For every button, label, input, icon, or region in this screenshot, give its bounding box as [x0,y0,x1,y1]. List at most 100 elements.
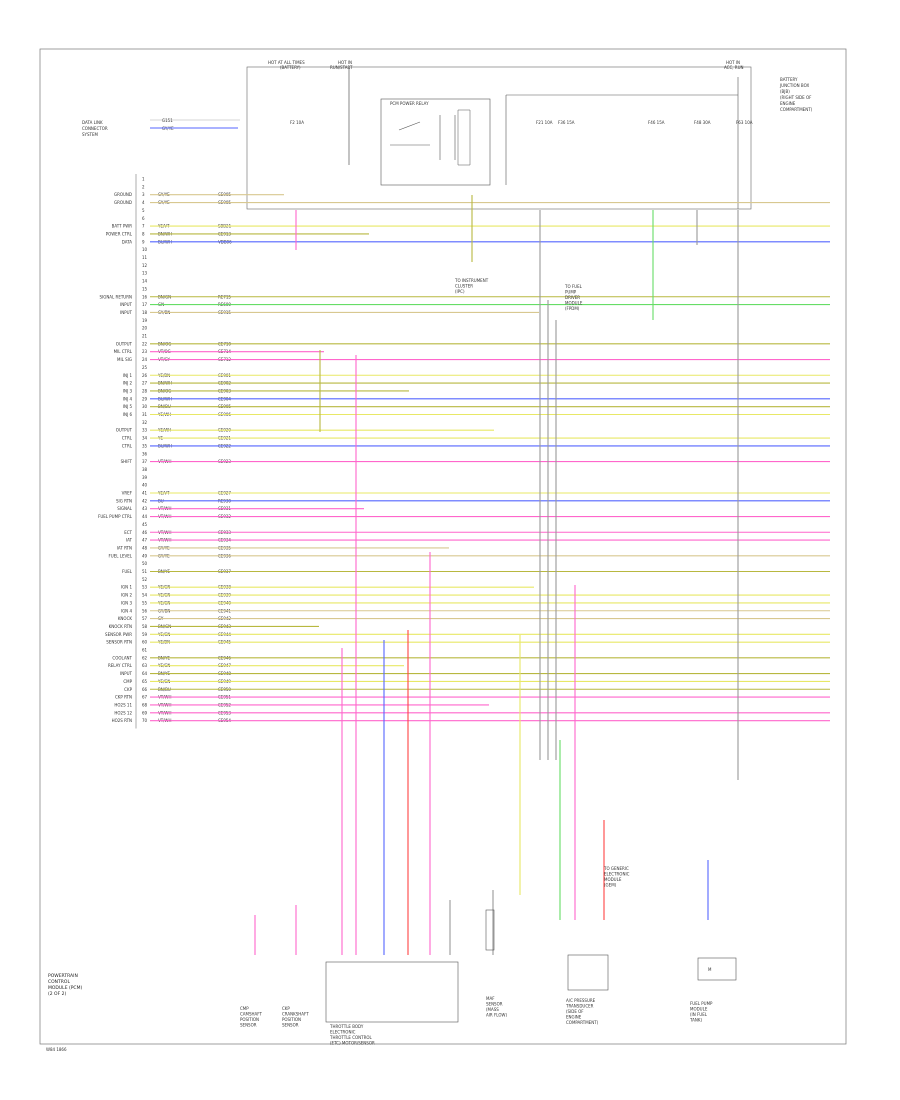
component-label: (IN FUEL [690,1012,708,1017]
pcm-pin-label: SIG RTN [116,498,132,503]
pcm-pin-number: 14 [142,279,148,284]
pcm-pin-number: 54 [142,593,148,598]
fuse-f46: F46 15A [648,120,665,125]
component-label: TANK) [689,1018,702,1023]
pcm-pin-label: KNOCK RTN [109,624,132,629]
right-ref-label: TO FUEL [564,284,583,289]
pcm-pin-label: GROUND [114,200,132,205]
pcm-pin-label: ECT [124,530,132,535]
pcm-pin-number: 18 [142,310,148,315]
pcm-pin-number: 55 [142,600,148,605]
pcm-pin-number: 44 [142,514,148,519]
component-label: (ETC) MOTOR/SENSOR [330,1041,375,1046]
data-link-ref: DATA LINK CONNECTOR SYSTEM G151 GY/YE [82,118,240,137]
pcm-pin-label: INPUT [120,671,133,676]
pcm-pin-number: 7 [142,224,145,229]
component-label: CKP [282,1006,290,1011]
pcm-pin-label: COOLANT [112,655,132,660]
bjb-note-line-6: COMPARTMENT) [780,107,813,112]
fuse-f48: F48 30A [694,120,711,125]
pcm-pin-number: 43 [142,506,148,511]
pcm-pin-number: 32 [142,420,148,425]
pcm-pin-label: HO2S RTN [112,718,132,723]
pcm-caption-line-3: MODULE (PCM) [48,985,82,991]
etc-connector-box [325,961,459,1023]
pcm-pin-number: 25 [142,365,148,370]
pcm-pin-label: SHIFT [121,459,133,464]
pcm-pin-number: 68 [142,702,148,707]
pcm-pin-label: SIGNAL [117,506,133,511]
pcm-pin-number: 6 [142,216,145,221]
pcm-pin-label: OUTPUT [116,341,133,346]
data-link-line-1: DATA LINK [82,120,103,125]
pcm-caption-line-4: (2 OF 2) [48,991,66,997]
fuse-f63: F63 10A [736,120,753,125]
pcm-pin-number: 39 [142,475,148,480]
pcm-pin-number: 67 [142,695,148,700]
right-ref-label: (GEM) [604,883,617,888]
data-link-line-3: SYSTEM [82,132,98,137]
hot-run-line-1: HOT IN [338,60,352,65]
pcm-pin-label: INJ 5 [123,404,133,409]
pcm-pin-label: IGN 2 [121,593,133,598]
pcm-pin-label: VREF [122,491,133,496]
component-label: AIR FLOW) [486,1013,507,1018]
pcm-pin-number: 47 [142,538,148,543]
right-ref-label: (IPC) [455,289,465,294]
bjb-note: BATTERY JUNCTION BOX (BJB) (RIGHT SIDE O… [779,77,813,112]
pcm-pin-number: 49 [142,553,148,558]
hot-run-line-2: RUN/START [330,65,353,70]
pcm-pin-number: 33 [142,428,148,433]
component-labels: CMPCAMSHAFTPOSITIONSENSORCKPCRANKSHAFTPO… [240,996,713,1046]
pcm-pin-label: IGN 4 [121,608,133,613]
pcm-pin-number: 65 [142,679,148,684]
pcm-pin-number: 11 [142,255,148,260]
figure-code: W84 1866 [46,1047,67,1052]
pcm-pin-number: 52 [142,577,148,582]
bjb-note-line-3: (BJB) [780,89,790,94]
right-ref-label: ELECTRONIC [604,872,630,877]
pcm-pin-number: 4 [142,200,145,205]
component-label: (SIDE OF [566,1009,584,1014]
data-link-wire-1: G151 [162,118,173,123]
pcm-pin-number: 63 [142,663,148,668]
pcm-pin-number: 56 [142,608,148,613]
pcm-pin-number: 27 [142,381,148,386]
pcm-pin-label: CTRL [122,436,133,441]
wires [150,194,830,955]
bottom-components: M CMPCAMSHAFTPOSITIONSENSORCKPCRANKSHAFT… [240,909,737,1046]
pcm-pin-number: 17 [142,302,148,307]
component-label: A/C PRESSURE [566,998,596,1003]
component-label: POSITION [240,1017,259,1022]
pcm-pin-label: INJ 4 [123,396,133,401]
pcm-pin-label: OUTPUT [116,428,133,433]
ac-transducer-box [567,954,609,991]
pcm-pin-number: 42 [142,498,148,503]
pcm-pin-number: 19 [142,318,148,323]
pcm-pin-label: RELAY CTRL [108,663,133,668]
pcm-pin-label: INPUT [120,310,133,315]
pcm-pin-number: 8 [142,231,145,236]
pcm-pin-number: 3 [142,192,145,197]
pcm-pin-label: HO2S 11 [114,702,132,707]
pcm-pin-label: INPUT [120,302,133,307]
component-label: MAF [486,996,495,1001]
pcm-pin-number: 10 [142,247,148,252]
fuse-box: PCM POWER RELAY [246,66,752,210]
pcm-pin-label: POWER CTRL [106,231,133,236]
maf-connector [485,909,495,951]
pcm-pin-number: 61 [142,648,148,653]
pcm-pin-number: 62 [142,655,148,660]
pcm-pin-label: BATT PWR [112,224,133,229]
pcm-pin-label: DATA [122,239,133,244]
right-ref-label: TO GENERIC [603,866,629,871]
pcm-pin-number: 60 [142,640,148,645]
component-label: FUEL PUMP [690,1001,713,1006]
fuse-box-outline [246,66,752,210]
pcm-pin-number: 28 [142,388,148,393]
pcm-pin-number: 22 [142,341,148,346]
pcm-pin-number: 30 [142,404,148,409]
pcm-pin-number: 36 [142,451,148,456]
pcm-pin-number: 23 [142,349,148,354]
